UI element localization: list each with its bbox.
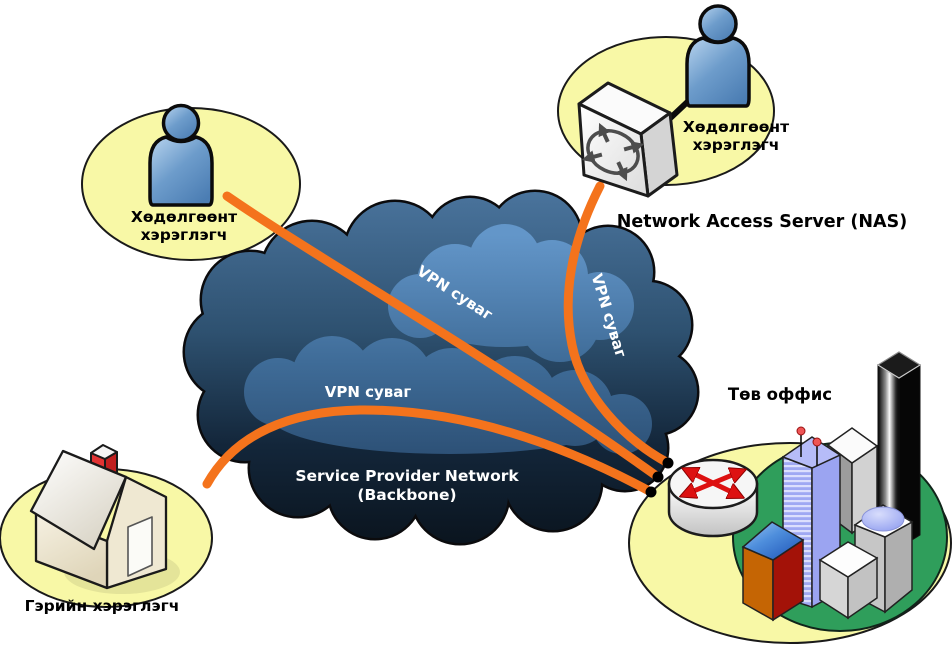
antenna-icons [796,426,822,466]
person-icon-left [148,103,214,207]
mobile-user-left-label-line1: Хөдөлгөөнт [131,208,237,226]
building-red [741,521,805,622]
central-office-city [732,351,948,632]
vpn-tunnels [202,181,673,497]
person-icon-right [685,4,751,108]
cloud-title-line2: (Backbone) [357,486,456,504]
endpoint-dot [652,471,664,483]
building-gray-small [818,541,879,620]
nas-switch-emblem-icon [581,122,645,182]
provider-cloud [182,189,700,546]
vpn-tunnel-nas [563,181,673,468]
home-user-label: Гэрийн хэрэглэгч [25,597,180,615]
router-icon [667,458,759,538]
router-arrows-icon [684,470,742,496]
inner-cloud-upper [388,224,634,362]
door-icon [127,516,153,577]
nas-device-icon [577,81,679,198]
building-black-tower [876,351,922,549]
mobile-user-right-label-line2: хэрэглэгч [693,136,780,154]
mobile-user-left-label-line2: хэрэглэгч [141,226,228,244]
house-icon [29,444,180,594]
vpn-tunnel-home [202,405,656,497]
mobile-user-right-label-line1: Хөдөлгөөнт [683,118,789,136]
endpoint-dot [662,457,674,469]
endpoint-dot [645,486,657,498]
vpn-tunnel-mobile-left [222,191,663,482]
nas-title: Network Access Server (NAS) [617,212,907,232]
tunnel-endpoint-dots [645,457,674,498]
central-office-label: Төв оффис [728,385,832,404]
vpn-tunnel-label-3: VPN суваг [325,383,412,401]
cloud-title-line1: Service Provider Network [295,467,519,485]
